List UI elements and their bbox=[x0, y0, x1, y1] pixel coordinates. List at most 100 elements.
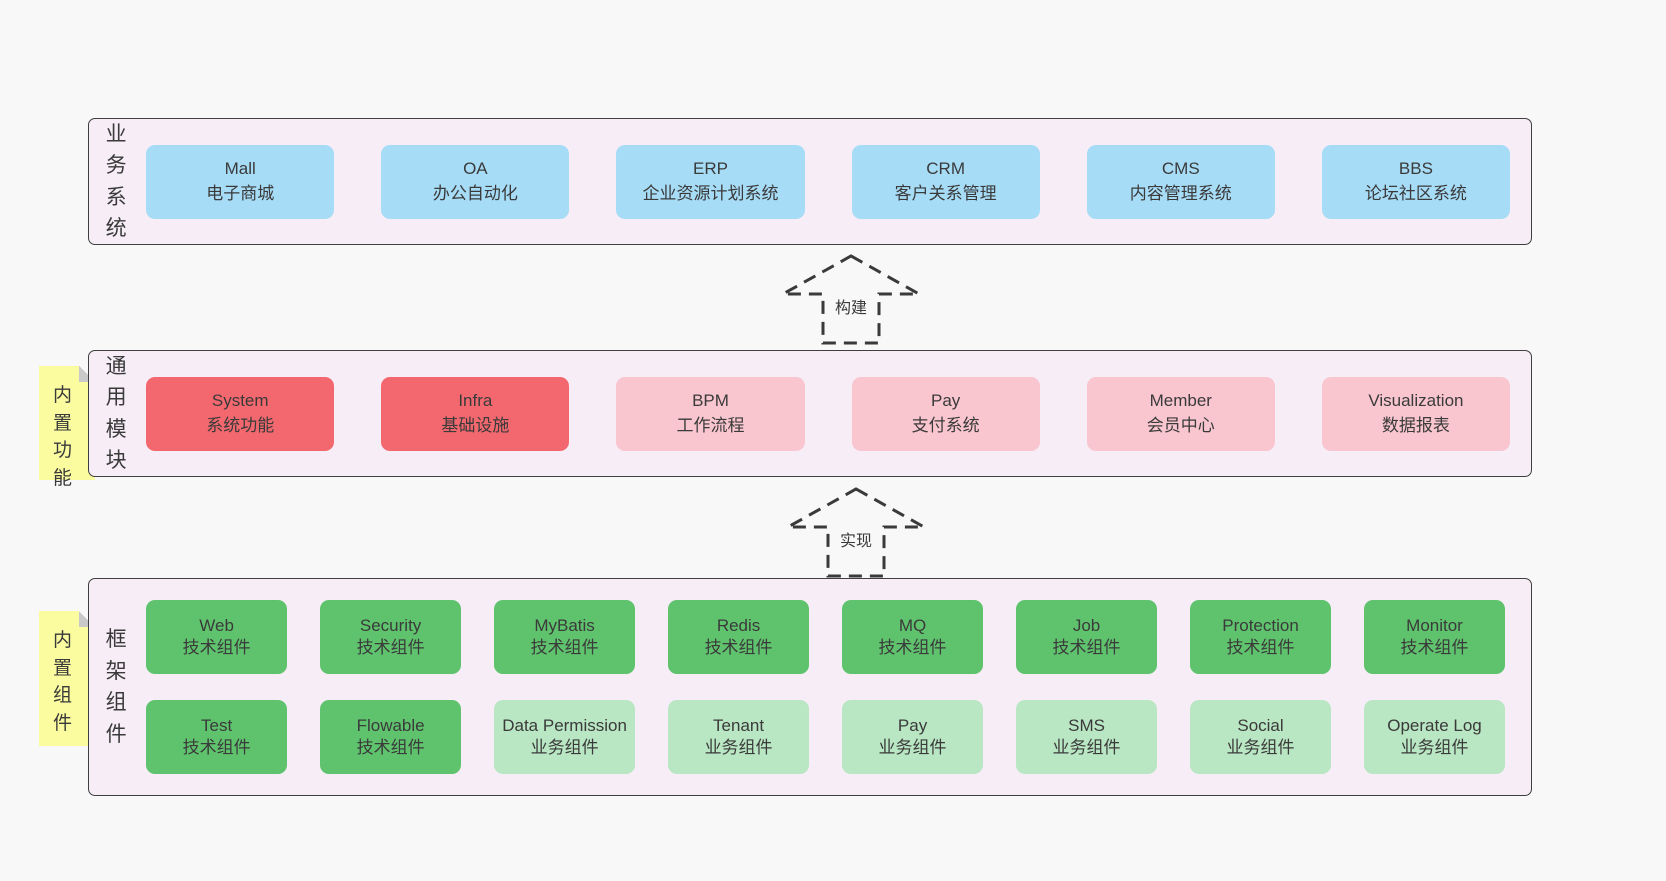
box-tenant: Tenant 业务组件 bbox=[668, 700, 810, 774]
box-subtitle: 客户关系管理 bbox=[894, 183, 997, 203]
box-subtitle: 技术组件 bbox=[356, 738, 425, 757]
box-operate-log: Operate Log 业务组件 bbox=[1364, 700, 1505, 774]
box-title: ERP bbox=[693, 158, 728, 178]
box-subtitle: 业务组件 bbox=[1400, 738, 1469, 757]
box-subtitle: 技术组件 bbox=[356, 638, 425, 657]
box-title: SMS bbox=[1068, 716, 1105, 736]
note-label: 内置组件 bbox=[52, 630, 72, 734]
up-arrow-dashed-icon bbox=[777, 254, 925, 345]
band-label-common-modules: 通用模块 bbox=[105, 354, 127, 473]
sticky-note-built-in-features: 内置功能 bbox=[39, 366, 95, 489]
box-title: BPM bbox=[692, 390, 729, 410]
box-data-permission: Data Permission 业务组件 bbox=[494, 700, 636, 774]
box-flowable: Flowable 技术组件 bbox=[320, 700, 462, 774]
box-subtitle: 业务组件 bbox=[1226, 738, 1295, 757]
box-subtitle: 论坛社区系统 bbox=[1364, 183, 1467, 203]
box-title: Member bbox=[1149, 390, 1212, 410]
box-subtitle: 办公自动化 bbox=[432, 183, 518, 203]
box-title: OA bbox=[463, 158, 488, 178]
box-redis: Redis 技术组件 bbox=[668, 600, 810, 674]
box-oa: OA 办公自动化 bbox=[381, 144, 570, 219]
box-title: Mall bbox=[224, 158, 256, 178]
box-title: Visualization bbox=[1368, 390, 1464, 410]
framework-components-band: 框架组件 Web 技术组件 Security 技术组件 MyBatis 技术组件… bbox=[88, 578, 1532, 796]
box-title: Operate Log bbox=[1387, 716, 1482, 736]
box-title: Infra bbox=[458, 390, 493, 410]
box-social: Social 业务组件 bbox=[1190, 700, 1332, 774]
box-title: Web bbox=[199, 616, 234, 636]
implement-arrow: 实现 bbox=[780, 486, 932, 580]
box-subtitle: 企业资源计划系统 bbox=[642, 183, 779, 203]
box-title: Security bbox=[359, 616, 422, 636]
business-systems-band: 业务系统 Mall 电子商城 OA 办公自动化 ERP 企业资源计划系统 CRM… bbox=[88, 118, 1532, 245]
box-title: Redis bbox=[716, 616, 761, 636]
box-subtitle: 支付系统 bbox=[911, 415, 980, 435]
box-title: Protection bbox=[1222, 616, 1299, 636]
box-web: Web 技术组件 bbox=[146, 600, 288, 674]
box-title: Social bbox=[1237, 716, 1284, 736]
box-title: Flowable bbox=[356, 716, 425, 736]
up-arrow-dashed-icon bbox=[782, 487, 930, 578]
implement-arrow-label: 实现 bbox=[836, 526, 876, 552]
box-mybatis: MyBatis 技术组件 bbox=[494, 600, 636, 674]
box-subtitle: 系统功能 bbox=[206, 415, 275, 435]
box-monitor: Monitor 技术组件 bbox=[1364, 600, 1505, 674]
box-title: Pay bbox=[897, 716, 928, 736]
box-system: System 系统功能 bbox=[146, 376, 335, 451]
box-title: Job bbox=[1072, 616, 1101, 636]
box-title: Data Permission bbox=[502, 716, 627, 736]
build-arrow-label: 构建 bbox=[831, 293, 871, 319]
box-mall: Mall 电子商城 bbox=[146, 144, 335, 219]
box-title: Pay bbox=[930, 390, 961, 410]
box-title: CRM bbox=[926, 158, 965, 178]
components-boxes-grid: Web 技术组件 Security 技术组件 MyBatis 技术组件 Redi… bbox=[146, 579, 1531, 795]
box-security: Security 技术组件 bbox=[320, 600, 462, 674]
business-boxes-row: Mall 电子商城 OA 办公自动化 ERP 企业资源计划系统 CRM 客户关系… bbox=[146, 119, 1531, 244]
box-subtitle: 技术组件 bbox=[704, 638, 773, 657]
box-subtitle: 业务组件 bbox=[530, 738, 599, 757]
box-title: Monitor bbox=[1406, 616, 1463, 636]
box-pay-system: Pay 支付系统 bbox=[851, 376, 1040, 451]
box-pay-component: Pay 业务组件 bbox=[842, 700, 984, 774]
box-erp: ERP 企业资源计划系统 bbox=[616, 144, 805, 219]
box-mq: MQ 技术组件 bbox=[842, 600, 984, 674]
box-subtitle: 业务组件 bbox=[1052, 738, 1121, 757]
box-title: MQ bbox=[898, 616, 927, 636]
box-bpm: BPM 工作流程 bbox=[616, 376, 805, 451]
box-title: CMS bbox=[1161, 158, 1200, 178]
box-subtitle: 技术组件 bbox=[1400, 638, 1469, 657]
box-test: Test 技术组件 bbox=[146, 700, 288, 774]
box-protection: Protection 技术组件 bbox=[1190, 600, 1332, 674]
box-subtitle: 会员中心 bbox=[1146, 415, 1215, 435]
box-subtitle: 电子商城 bbox=[206, 183, 275, 203]
box-job: Job 技术组件 bbox=[1016, 600, 1158, 674]
box-infra: Infra 基础设施 bbox=[381, 376, 570, 451]
box-subtitle: 技术组件 bbox=[182, 638, 251, 657]
box-subtitle: 技术组件 bbox=[1226, 638, 1295, 657]
band-label-framework-components: 框架组件 bbox=[105, 628, 127, 746]
note-label: 内置功能 bbox=[52, 385, 72, 489]
band-label-business-systems: 业务系统 bbox=[105, 122, 127, 241]
build-arrow: 构建 bbox=[775, 253, 927, 347]
modules-boxes-row: System 系统功能 Infra 基础设施 BPM 工作流程 Pay 支付系统… bbox=[146, 351, 1531, 476]
box-subtitle: 内容管理系统 bbox=[1129, 183, 1232, 203]
box-crm: CRM 客户关系管理 bbox=[851, 144, 1040, 219]
box-title: Tenant bbox=[713, 716, 765, 736]
box-title: BBS bbox=[1398, 158, 1433, 178]
box-subtitle: 技术组件 bbox=[182, 738, 251, 757]
box-subtitle: 技术组件 bbox=[1052, 638, 1121, 657]
box-member: Member 会员中心 bbox=[1086, 376, 1275, 451]
sticky-note-built-in-components: 内置组件 bbox=[39, 611, 95, 746]
box-subtitle: 工作流程 bbox=[676, 415, 745, 435]
common-modules-band: 通用模块 System 系统功能 Infra 基础设施 BPM 工作流程 Pay… bbox=[88, 350, 1532, 477]
box-subtitle: 技术组件 bbox=[530, 638, 599, 657]
box-title: Test bbox=[201, 716, 233, 736]
box-visualization: Visualization 数据报表 bbox=[1321, 376, 1510, 451]
box-subtitle: 业务组件 bbox=[704, 738, 773, 757]
box-cms: CMS 内容管理系统 bbox=[1086, 144, 1275, 219]
box-title: MyBatis bbox=[534, 616, 595, 636]
box-subtitle: 数据报表 bbox=[1381, 415, 1450, 435]
box-subtitle: 业务组件 bbox=[878, 738, 947, 757]
box-bbs: BBS 论坛社区系统 bbox=[1321, 144, 1510, 219]
